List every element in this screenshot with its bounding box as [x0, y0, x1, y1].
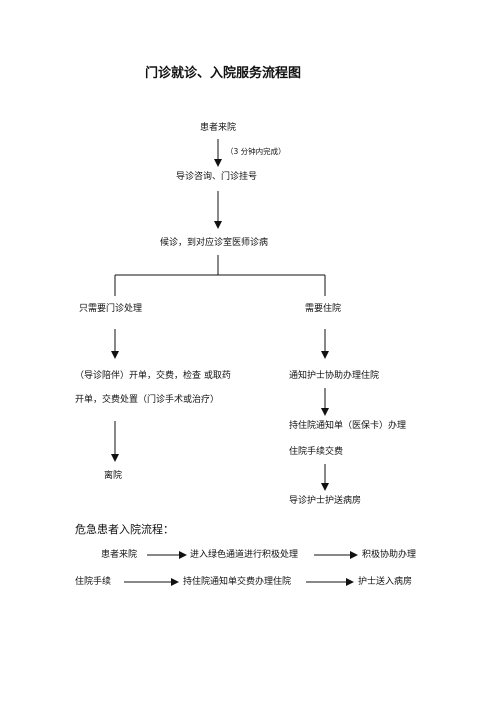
outpatient-end: 离院 [104, 471, 123, 481]
emergency-row1-a: 患者来院 [101, 550, 138, 560]
flow-step-consultation: 候诊，到对应诊室医师诊病 [160, 238, 269, 248]
emergency-row1-b: 进入绿色通道进行积极处理 [190, 550, 299, 560]
inpatient-step-2: 持住院通知单（医保卡）办理 [289, 421, 407, 431]
inpatient-step-2b: 住院手续交费 [289, 447, 344, 457]
emergency-heading: 危急患者入院流程： [75, 523, 174, 536]
inpatient-step-3: 导诊护士护送病房 [289, 496, 362, 506]
inpatient-step-1: 通知护士协助办理住院 [289, 371, 380, 381]
time-note: （3 分钟内完成） [226, 147, 286, 156]
page-title: 门诊就诊、入院服务流程图 [145, 66, 302, 81]
outpatient-step-2: 开单，交费处置（门诊手术或治疗） [75, 395, 220, 405]
emergency-row1-c: 积极协助办理 [362, 550, 417, 560]
emergency-row2-c: 护士送入病房 [358, 577, 413, 587]
flow-start: 患者来院 [200, 123, 237, 133]
outpatient-step-1: （导诊陪伴）开单，交费，检查 或取药 [75, 371, 231, 381]
branch-outpatient-heading: 只需要门诊处理 [79, 304, 143, 314]
flow-step-registration: 导诊咨询、门诊挂号 [176, 172, 258, 182]
emergency-row2-a: 住院手续 [75, 577, 112, 587]
branch-inpatient-heading: 需要住院 [305, 304, 342, 314]
emergency-row2-b: 持住院通知单交费办理住院 [183, 577, 292, 587]
